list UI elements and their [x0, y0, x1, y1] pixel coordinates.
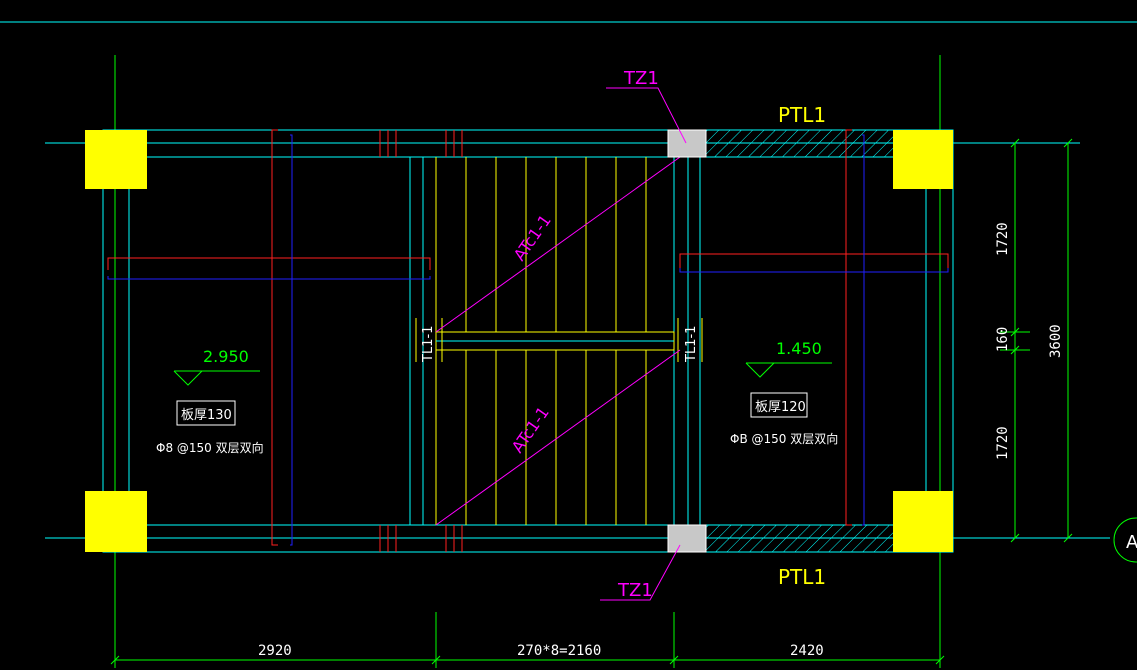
ptl-label-top: PTL1	[778, 103, 826, 127]
tz-column-top	[667, 129, 707, 158]
axis-bubble	[1113, 517, 1137, 563]
dimension-right	[1000, 138, 1073, 543]
elevation-marker-right: 1.450	[745, 339, 832, 378]
ptl-beam-bottom	[705, 524, 895, 553]
rebar-note-right: ΦB @150 双层双向	[730, 431, 838, 446]
dimension-right-2: 160	[995, 327, 1011, 352]
dimension-bottom-3: 2420	[790, 643, 824, 659]
ptl-label-bottom: PTL1	[778, 565, 826, 589]
elevation-value-right: 1.450	[776, 339, 822, 358]
dimension-right-3: 1720	[995, 426, 1011, 460]
tl-beam-markers	[415, 318, 703, 362]
rebar-red	[107, 129, 949, 552]
tz-label-top: TZ1	[623, 68, 659, 89]
rebar-blue	[107, 134, 949, 546]
slab-box-left	[176, 400, 236, 426]
dimension-bottom	[110, 655, 945, 665]
rebar-note-left: Φ8 @150 双层双向	[156, 440, 264, 455]
stair-label-lower: ATc1-1	[508, 403, 553, 456]
elevation-value-left: 2.950	[203, 347, 249, 366]
dimension-bottom-2: 270*8=2160	[517, 643, 601, 659]
stair-label-upper: ATc1-1	[510, 211, 555, 264]
slab-box-right	[750, 392, 808, 418]
stair-diagonals	[435, 156, 681, 526]
dimension-right-1: 1720	[995, 222, 1011, 256]
columns	[85, 130, 953, 552]
tz-label-bottom: TZ1	[617, 580, 653, 601]
dimension-right-total: 3600	[1048, 324, 1064, 358]
stair-treads	[435, 157, 675, 525]
ptl-beam-top	[705, 129, 895, 158]
tz-column-bottom	[667, 524, 707, 553]
elevation-marker-left: 2.950	[173, 347, 260, 386]
tl-label-right: TL1-1	[684, 326, 699, 363]
slab-label-left: 板厚130	[181, 408, 232, 423]
tl-label-left: TL1-1	[421, 326, 436, 363]
axis-bubble-label: A	[1126, 532, 1137, 553]
tz-leaders	[600, 87, 687, 601]
slab-label-right: 板厚120	[755, 400, 806, 415]
dimension-bottom-1: 2920	[258, 643, 292, 659]
